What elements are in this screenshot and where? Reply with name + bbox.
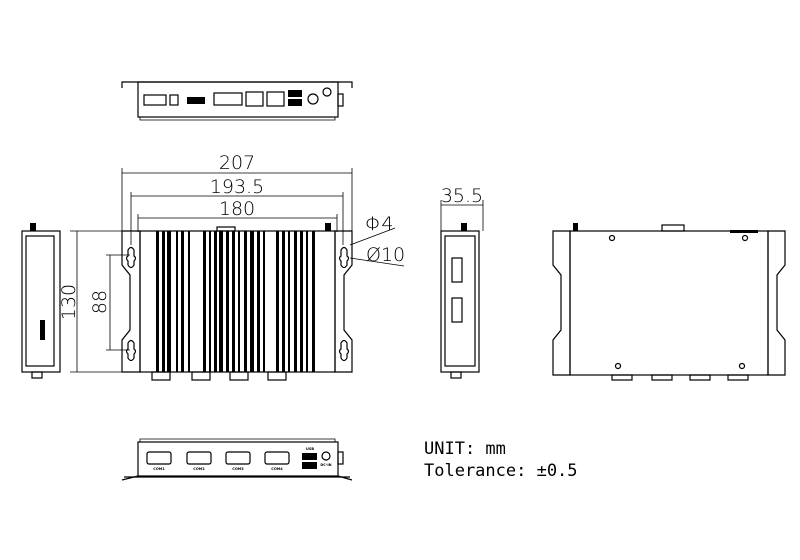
port-label-com2: COM2	[193, 467, 205, 471]
width-dimensions: 207 193.5 180 130 88 Φ4 Ø10	[58, 152, 405, 373]
port-label-com3: COM3	[232, 467, 244, 471]
right-side-view: 35.5	[440, 185, 484, 379]
dim-207: 207	[219, 152, 255, 174]
tolerance-note: Tolerance: ±0.5	[424, 461, 578, 481]
dim-phi4: Φ4	[365, 213, 393, 235]
dim-phi10: Ø10	[366, 244, 405, 266]
port-label-com4: COM4	[271, 467, 283, 471]
rear-view	[552, 223, 786, 381]
dim-193-5: 193.5	[210, 176, 264, 198]
front-view	[121, 223, 353, 381]
top-view	[121, 81, 353, 121]
heatsink-fins	[156, 231, 315, 372]
port-label-com1: COM1	[153, 467, 165, 471]
unit-note: UNIT: mm	[424, 439, 506, 459]
left-side-view	[21, 223, 61, 379]
dim-130: 130	[58, 284, 80, 320]
port-label-dc: DC-IN	[320, 463, 331, 467]
bottom-view: COM1 COM2 COM3 COM4 USB DC-IN	[121, 438, 353, 481]
dim-35-5: 35.5	[441, 185, 483, 207]
port-label-usb: USB	[306, 447, 314, 451]
dim-88: 88	[89, 290, 111, 314]
dim-180: 180	[219, 198, 255, 220]
